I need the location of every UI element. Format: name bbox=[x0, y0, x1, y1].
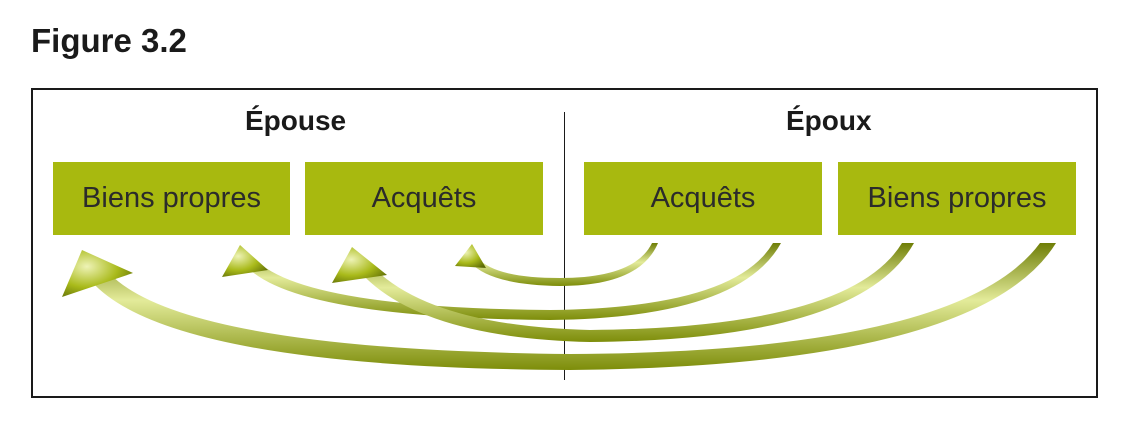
header-epouse: Épouse bbox=[245, 105, 347, 136]
header-epoux: Époux bbox=[786, 105, 872, 136]
figure-title: Figure 3.2 bbox=[31, 22, 187, 59]
diagram-frame bbox=[31, 88, 1098, 398]
arrow-epoux-biens-propres-to-epouse-biens-propres bbox=[62, 243, 1056, 370]
center-divider bbox=[564, 112, 565, 380]
arrow-epoux-biens-propres-to-epouse-acquets bbox=[332, 243, 914, 342]
box-epouse-acquets: Acquêts bbox=[305, 162, 543, 235]
box-epoux-acquets: Acquêts bbox=[584, 162, 822, 235]
box-epouse-biens-propres: Biens propres bbox=[53, 162, 290, 235]
box-epoux-biens-propres: Biens propres bbox=[838, 162, 1076, 235]
arrow-epoux-acquets-to-epouse-acquets bbox=[455, 243, 658, 286]
arrow-epoux-acquets-to-epouse-biens-propres bbox=[222, 243, 781, 320]
